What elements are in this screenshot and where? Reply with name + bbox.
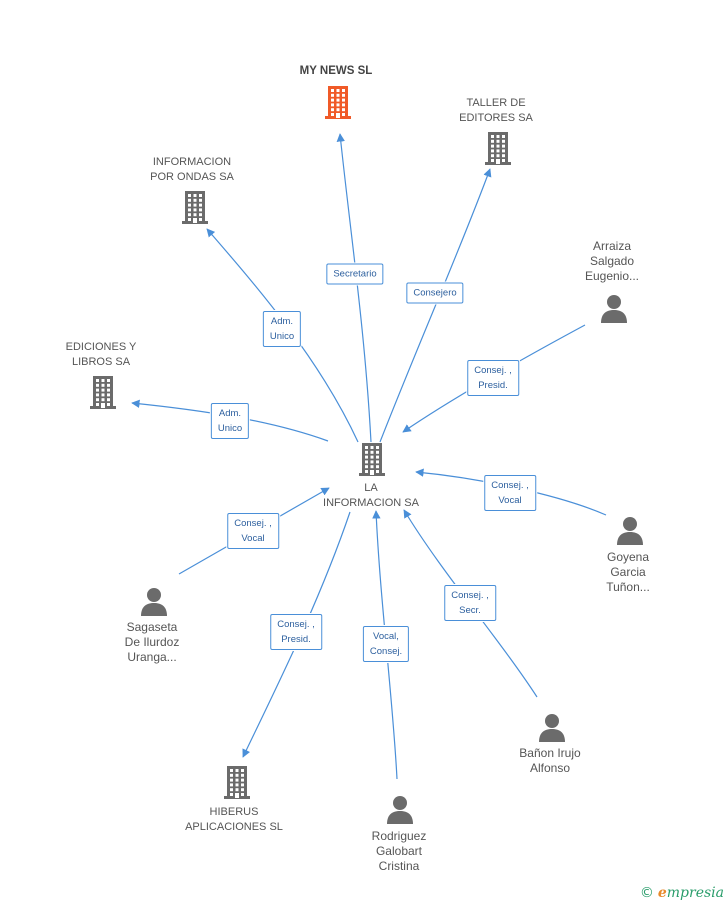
edge-label-consej-vocal-1[interactable]: Consej. ,Vocal — [484, 475, 536, 511]
edge-secretario — [336, 133, 372, 443]
building-icon-center[interactable] — [357, 441, 387, 482]
person-icon-sagaseta[interactable] — [139, 586, 169, 621]
edge-label-consej-presid-1[interactable]: Consej. ,Presid. — [467, 360, 519, 396]
edge-label-consej-secr[interactable]: Consej. ,Secr. — [444, 585, 496, 621]
edge-label-adm-unico-1[interactable]: Adm.Unico — [262, 311, 302, 347]
brand-name: mpresia — [666, 885, 724, 901]
building-icon-info-ondas[interactable] — [180, 189, 210, 230]
edge-label-consej-presid-2[interactable]: Consej. ,Presid. — [270, 614, 322, 650]
edge-consejero — [379, 168, 492, 443]
edge-label-consejero[interactable]: Consejero — [406, 282, 464, 304]
person-icon-goyena[interactable] — [615, 515, 645, 550]
brand-initial: e — [657, 885, 667, 901]
edge-label-adm-unico-2[interactable]: Adm.Unico — [210, 403, 250, 439]
building-icon-ediciones[interactable] — [88, 374, 118, 415]
person-icon-rodriguez[interactable] — [385, 794, 415, 829]
edge-label-vocal-consej[interactable]: Vocal,Consej. — [362, 626, 410, 662]
building-icon-my-news[interactable] — [323, 84, 353, 125]
person-icon-banon[interactable] — [537, 712, 567, 747]
node-label-my-news[interactable]: MY NEWS SL — [299, 65, 373, 77]
empresia-logo: ©empresia — [640, 885, 724, 901]
building-icon-taller[interactable] — [483, 130, 513, 171]
edge-label-secretario[interactable]: Secretario — [326, 263, 384, 285]
copyright-symbol: © — [639, 885, 654, 901]
edge-label-consej-vocal-2[interactable]: Consej. ,Vocal — [227, 513, 279, 549]
building-icon-hiberus[interactable] — [222, 764, 252, 805]
person-icon-arraiza[interactable] — [599, 293, 629, 328]
